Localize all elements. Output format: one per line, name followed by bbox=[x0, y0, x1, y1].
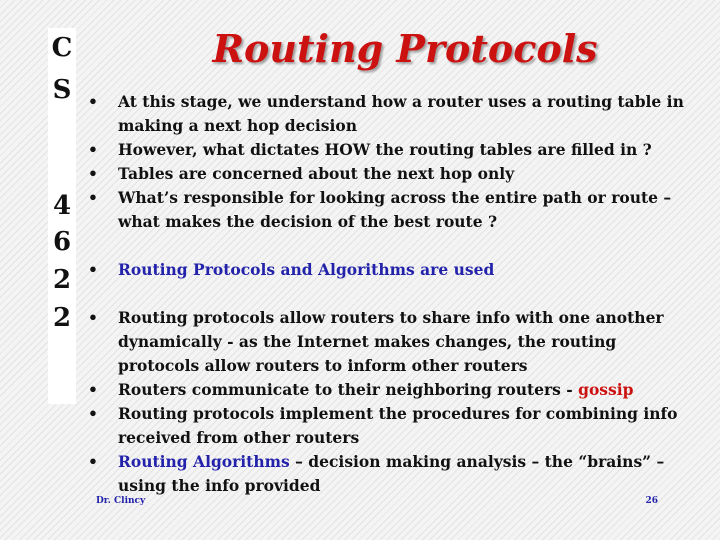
bullet-symbol: • bbox=[88, 404, 98, 423]
bullet-item: • What’s responsible for looking across … bbox=[88, 186, 698, 234]
bullet-text: However, what dictates HOW the routing t… bbox=[118, 140, 652, 159]
bullet-item: • Routing Algorithms – decision making a… bbox=[88, 450, 698, 498]
bullet-item: • Routing protocols implement the proced… bbox=[88, 402, 698, 450]
bullet-text: What’s responsible for looking across th… bbox=[118, 188, 672, 231]
bullet-text: Routing Algorithms – decision making ana… bbox=[118, 450, 698, 498]
course-code-char: 6 bbox=[52, 227, 72, 257]
bullet-text: Routers communicate to their neighboring… bbox=[118, 378, 698, 402]
bullet-text: Routing protocols allow routers to share… bbox=[118, 308, 664, 375]
bullet-symbol: • bbox=[88, 308, 98, 327]
bullet-text-part: Routers communicate to their neighboring… bbox=[118, 380, 579, 399]
bullet-symbol: • bbox=[88, 140, 98, 159]
bullet-item: • At this stage, we understand how a rou… bbox=[88, 90, 698, 138]
course-code-char: 2 bbox=[52, 303, 72, 333]
footer-page-number: 26 bbox=[645, 496, 658, 506]
gossip-highlight: gossip bbox=[578, 380, 634, 399]
footer-author: Dr. Clincy bbox=[96, 496, 146, 506]
bullet-text: At this stage, we understand how a route… bbox=[118, 92, 684, 135]
slide-title: Routing Protocols bbox=[212, 26, 598, 71]
bullet-symbol: • bbox=[88, 260, 98, 279]
bullet-item: • Routers communicate to their neighbori… bbox=[88, 378, 698, 402]
bullet-text: Routing protocols implement the procedur… bbox=[118, 404, 678, 447]
course-code-sidebar: C S 4 6 2 2 bbox=[48, 28, 76, 404]
bullet-text: Tables are concerned about the next hop … bbox=[118, 164, 515, 183]
bullet-symbol: • bbox=[88, 380, 98, 399]
course-code-char: 4 bbox=[52, 191, 72, 221]
bullet-item: • Tables are concerned about the next ho… bbox=[88, 162, 698, 186]
bullet-symbol: • bbox=[88, 164, 98, 183]
bullet-symbol: • bbox=[88, 92, 98, 111]
bullet-symbol: • bbox=[88, 452, 98, 471]
bullet-item: • However, what dictates HOW the routing… bbox=[88, 138, 698, 162]
course-code-char: C bbox=[51, 33, 73, 63]
bullet-text-part: – decision making analysis – the “brains… bbox=[118, 452, 665, 495]
bullet-item: • Routing protocols allow routers to sha… bbox=[88, 306, 698, 378]
course-code-char: 2 bbox=[52, 265, 72, 295]
routing-algorithms-highlight: Routing Algorithms bbox=[118, 452, 290, 471]
bullet-item: • Routing Protocols and Algorithms are u… bbox=[88, 258, 698, 282]
course-code-char: S bbox=[52, 75, 72, 105]
bullet-text: Routing Protocols and Algorithms are use… bbox=[118, 260, 495, 279]
bullet-symbol: • bbox=[88, 188, 98, 207]
